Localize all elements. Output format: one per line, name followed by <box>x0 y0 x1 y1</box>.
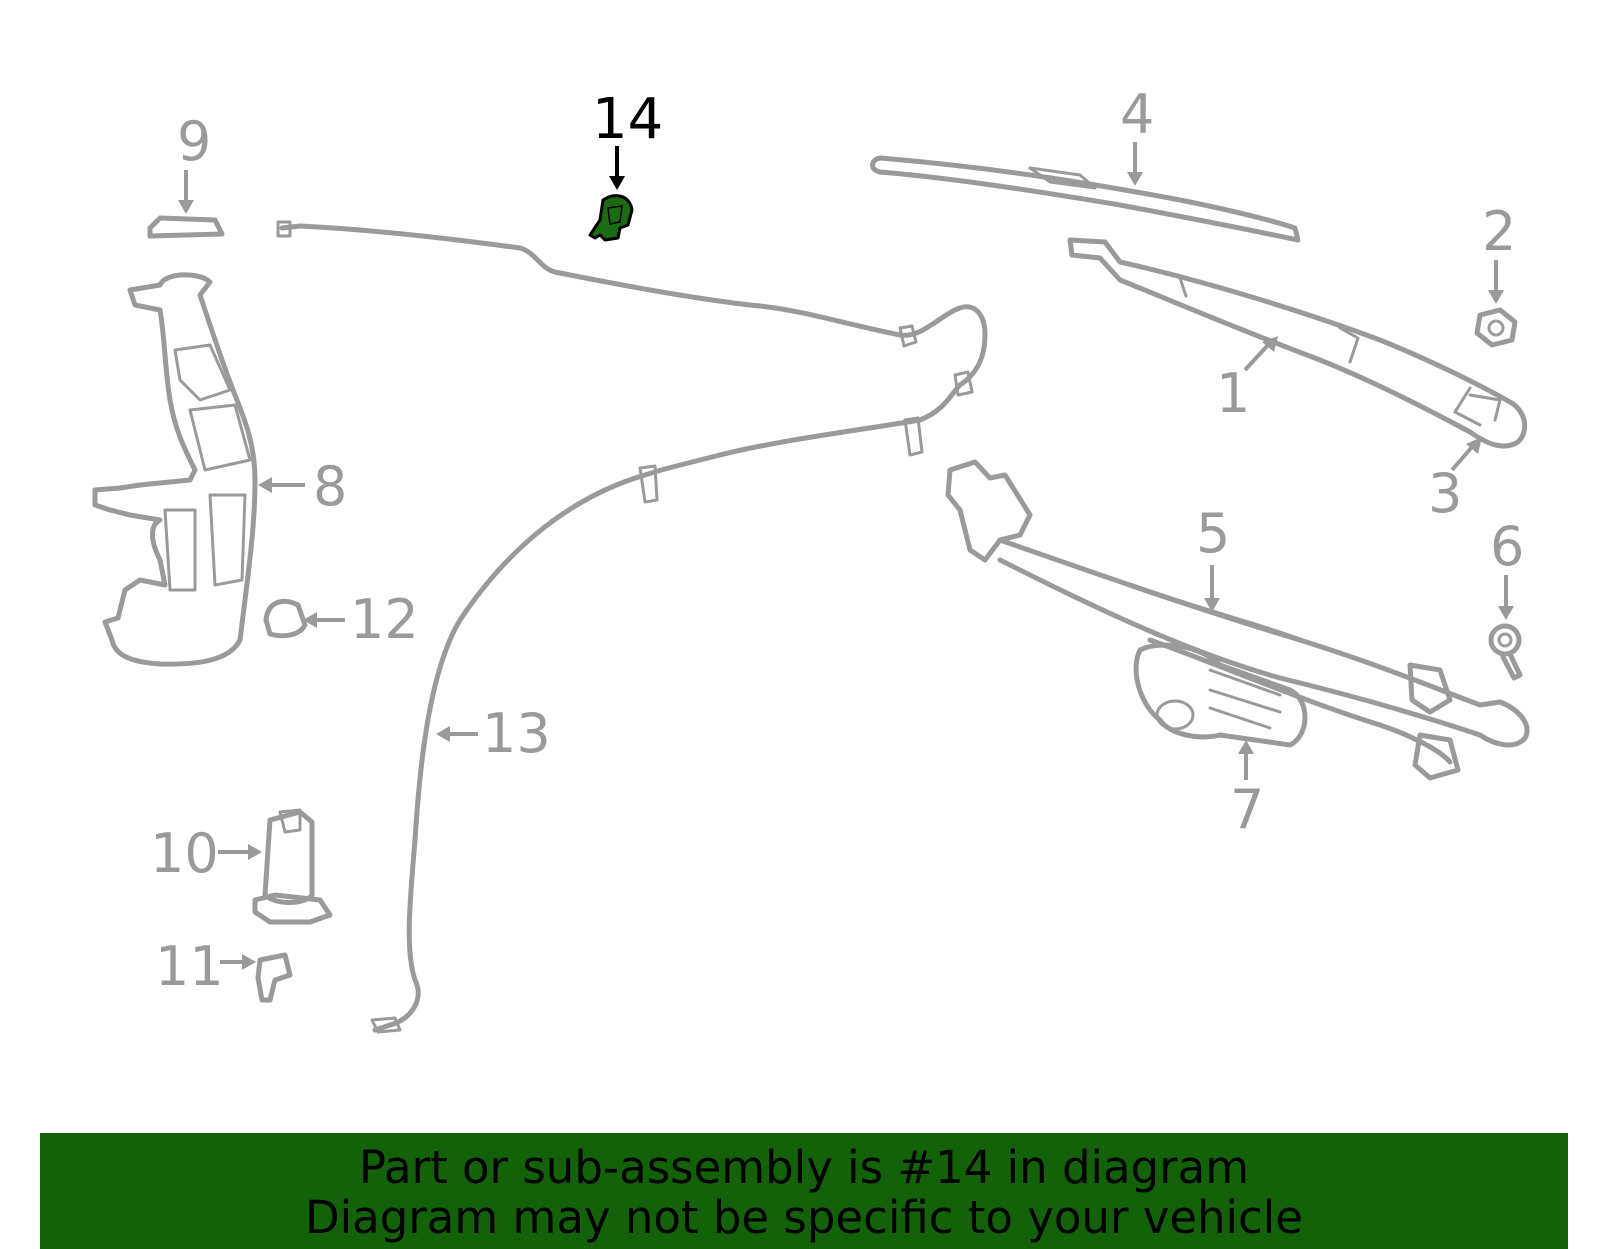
banner-line-2: Diagram may not be specific to your vehi… <box>305 1191 1303 1244</box>
callout-1-label: 1 <box>1216 362 1250 425</box>
callout-10: 10 <box>150 822 262 885</box>
callout-6: 6 <box>1490 515 1524 620</box>
callout-3: 3 <box>1428 437 1482 525</box>
part-12-grommet <box>263 598 308 639</box>
part-3-cap <box>1468 393 1502 422</box>
part-7-wiper-motor <box>1133 642 1308 748</box>
callout-5-label: 5 <box>1196 502 1230 565</box>
callout-9-label: 9 <box>177 110 211 173</box>
callout-6-label: 6 <box>1490 515 1524 578</box>
part-9-clip <box>147 215 225 239</box>
callout-11-label: 11 <box>155 935 224 998</box>
part-5-wiper-linkage <box>945 459 1530 781</box>
callout-13: 13 <box>436 702 551 765</box>
callout-2: 2 <box>1482 200 1516 304</box>
callout-7: 7 <box>1230 740 1264 841</box>
banner-line-1: Part or sub-assembly is #14 in diagram <box>358 1141 1250 1194</box>
part-6-bolt <box>1488 623 1523 681</box>
callout-14: 14 <box>592 87 663 190</box>
callout-2-label: 2 <box>1482 200 1516 263</box>
callout-14-label: 14 <box>592 87 663 152</box>
callout-8-label: 8 <box>313 455 347 518</box>
callout-12-label: 12 <box>350 588 419 651</box>
callout-5: 5 <box>1196 502 1230 612</box>
part-1-wiper-arm <box>1067 237 1528 449</box>
callout-4-label: 4 <box>1120 83 1154 146</box>
part-13-washer-hose <box>276 220 988 1034</box>
callout-8: 8 <box>258 455 347 518</box>
callout-12: 12 <box>303 588 419 651</box>
part-14-washer-nozzle[interactable] <box>588 194 634 242</box>
callout-3-label: 3 <box>1428 462 1462 525</box>
part-4-wiper-blade <box>870 155 1301 243</box>
callout-1: 1 <box>1216 336 1278 425</box>
callout-7-label: 7 <box>1230 778 1264 841</box>
part-11-screw <box>255 952 293 1003</box>
part-10-washer-pump <box>252 808 333 925</box>
part-2-nut <box>1474 307 1518 348</box>
callout-9: 9 <box>177 110 211 214</box>
callout-4: 4 <box>1120 83 1154 186</box>
callout-10-label: 10 <box>150 822 219 885</box>
callout-11: 11 <box>155 935 256 998</box>
part-8-washer-reservoir <box>92 272 258 667</box>
callout-13-label: 13 <box>482 702 551 765</box>
info-banner: Part or sub-assembly is #14 in diagram D… <box>40 1133 1568 1249</box>
